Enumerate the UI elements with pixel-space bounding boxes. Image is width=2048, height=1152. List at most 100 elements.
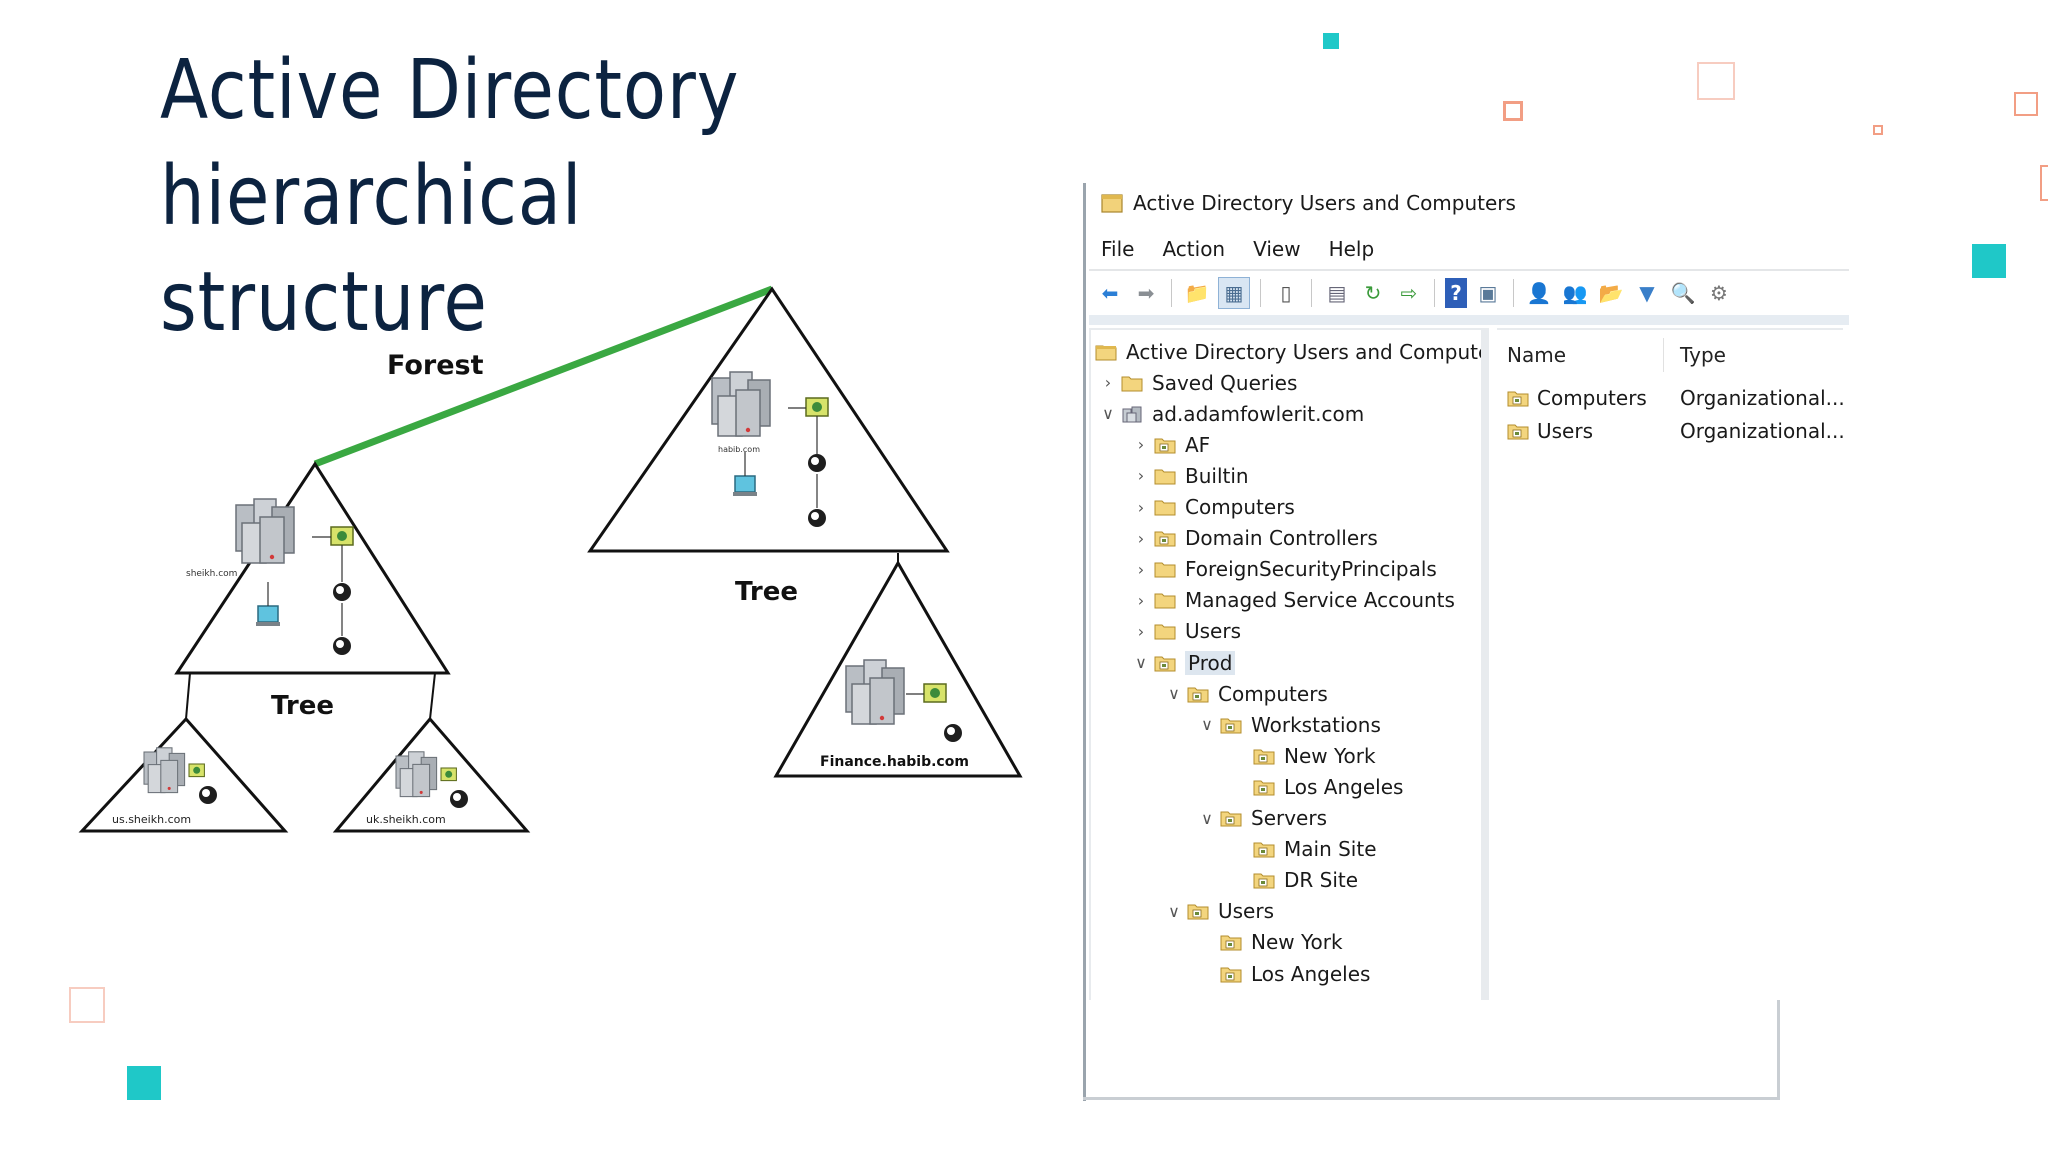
chevron-right-icon[interactable]: › [1137,621,1145,641]
chevron-right-icon[interactable]: › [1137,559,1145,579]
properties-icon[interactable]: ▤ [1327,281,1347,305]
up-folder-icon[interactable]: 📁 [1184,281,1210,305]
tree-item[interactable]: ›AF [1128,429,1210,460]
deco-square-outline-2 [1697,62,1735,100]
tree-item[interactable]: Active Directory Users and Computers [1095,336,1489,367]
tree-item[interactable]: ∨ Workstations [1194,709,1381,740]
console-tree-icon[interactable]: ▦ [1218,277,1250,309]
menu-action[interactable]: Action [1162,237,1226,261]
tree-item-label: Saved Queries [1152,370,1298,395]
tree-item[interactable]: ∨Prod [1128,647,1236,678]
tree-item-label: Workstations [1251,712,1381,737]
forest-tree-diagram: Forest habib.com Tree Finance.habib.com … [78,285,1023,833]
column-header-name[interactable]: Name [1507,343,1567,367]
tree-item-label: Active Directory Users and Computers [1126,339,1489,364]
ou-icon [1253,873,1275,889]
tree-item[interactable]: › Saved Queries [1095,367,1298,398]
toolbar: ⬅ ➡ 📁 ▦ ▯ ▤ ↻ ⇨ ? ▣ 👤 👥 📂 ▼ 🔍 ⚙ [1089,269,1849,325]
tree-item[interactable]: New York [1227,740,1376,771]
tree-item[interactable]: ›Builtin [1128,460,1249,491]
folder-icon [1154,593,1176,609]
tree-label-right: Tree [735,577,798,607]
tree-item-label: DR Site [1284,868,1359,893]
chevron-down-icon[interactable]: ∨ [1168,901,1180,921]
tree-item-label: Los Angeles [1251,961,1371,986]
domain-label-habib: habib.com [718,445,760,454]
folder-icon [1154,624,1176,640]
chevron-right-icon[interactable]: › [1137,528,1145,548]
chevron-down-icon[interactable]: ∨ [1135,653,1147,672]
ou-icon [1507,424,1529,440]
delegate-icon[interactable]: ⚙ [1710,281,1728,305]
deco-square-outline-3 [1873,125,1883,135]
chevron-right-icon[interactable]: › [1137,466,1145,486]
mmc-icon[interactable]: ▣ [1478,281,1498,305]
tree-item[interactable]: ∨Users [1161,896,1274,927]
chevron-down-icon[interactable]: ∨ [1201,715,1213,735]
console-tree-pane[interactable]: Active Directory Users and Computers › Sav… [1089,328,1489,1000]
chevron-down-icon[interactable]: ∨ [1168,684,1180,704]
ou-icon [1220,718,1242,734]
chevron-right-icon[interactable]: › [1137,590,1145,610]
tree-item[interactable]: Los Angeles [1227,771,1403,802]
tree-item-label: Domain Controllers [1185,526,1378,551]
filter-icon[interactable]: ▼ [1639,281,1655,305]
column-header-type[interactable]: Type [1680,343,1726,367]
tree-item[interactable]: ∨Computers [1161,678,1328,709]
clipboard-icon[interactable]: ▯ [1280,281,1292,305]
tree-item-label: New York [1284,743,1376,768]
refresh-icon[interactable]: ↻ [1364,281,1382,305]
new-ou-icon[interactable]: 📂 [1598,281,1624,305]
deco-square-outline-4 [2014,92,2038,116]
list-item-type: Organizational... [1680,386,1845,410]
help-icon[interactable]: ? [1445,278,1467,308]
deco-square-outline-5 [2040,165,2048,201]
chevron-right-icon[interactable]: › [1137,435,1145,455]
back-arrow-icon[interactable]: ⬅ [1101,281,1119,305]
domain-label-us-sheikh: us.sheikh.com [112,813,191,826]
deco-square-outline-1 [1503,101,1523,121]
new-group-icon[interactable]: 👥 [1562,281,1588,305]
chevron-right-icon[interactable]: › [1137,497,1145,517]
tree-item[interactable]: › Computers [1128,492,1295,523]
tree-item[interactable]: New York [1194,927,1343,958]
forest-link-line [313,285,774,468]
menu-view[interactable]: View [1253,237,1301,261]
menu-file[interactable]: File [1101,237,1135,261]
tree-item[interactable]: ∨Servers [1194,803,1327,834]
ou-icon [1220,935,1242,951]
folder-icon [1154,562,1176,578]
menu-help[interactable]: Help [1328,237,1375,261]
chevron-down-icon[interactable]: ∨ [1201,808,1213,828]
tree-item[interactable]: › Users [1128,616,1241,647]
forward-arrow-icon[interactable]: ➡ [1137,281,1155,305]
ou-icon [1253,780,1275,796]
tree-item-label: Computers [1185,495,1295,519]
chevron-down-icon[interactable]: ∨ [1102,404,1114,424]
tree-item-label: Los Angeles [1284,774,1404,799]
tree-item-label: ad.adamfowlerit.com [1152,401,1365,426]
new-user-icon[interactable]: 👤 [1526,281,1552,305]
tree-item[interactable]: › Managed Service Accounts [1128,585,1455,616]
tree-item-label: Users [1185,619,1242,644]
ou-icon [1253,749,1275,765]
tree-item[interactable]: DR Site [1227,865,1358,896]
aduc-window: Active Directory Users and Computers Fil… [1083,183,1849,1101]
tree-item[interactable]: › Domain Controllers [1128,523,1378,554]
chevron-right-icon[interactable]: › [1104,373,1112,393]
export-list-icon[interactable]: ⇨ [1400,281,1418,305]
ou-icon [1507,391,1529,407]
tree-item-label: Managed Service Accounts [1185,588,1455,613]
deco-square-teal-right [1972,244,2006,278]
tree-item[interactable]: ›ForeignSecurityPrincipals [1128,554,1437,585]
domain-icon [1122,406,1142,423]
tree-item[interactable]: ∨ ad.adamfowlerit.com [1095,398,1364,429]
tree-item[interactable]: Main Site [1227,834,1377,865]
snapin-icon [1095,345,1117,360]
find-icon[interactable]: 🔍 [1670,281,1696,305]
domain-label-finance: Finance.habib.com [820,754,969,770]
window-titlebar: Active Directory Users and Computers [1101,183,1516,223]
tree-item[interactable]: Los Angeles [1194,958,1370,989]
